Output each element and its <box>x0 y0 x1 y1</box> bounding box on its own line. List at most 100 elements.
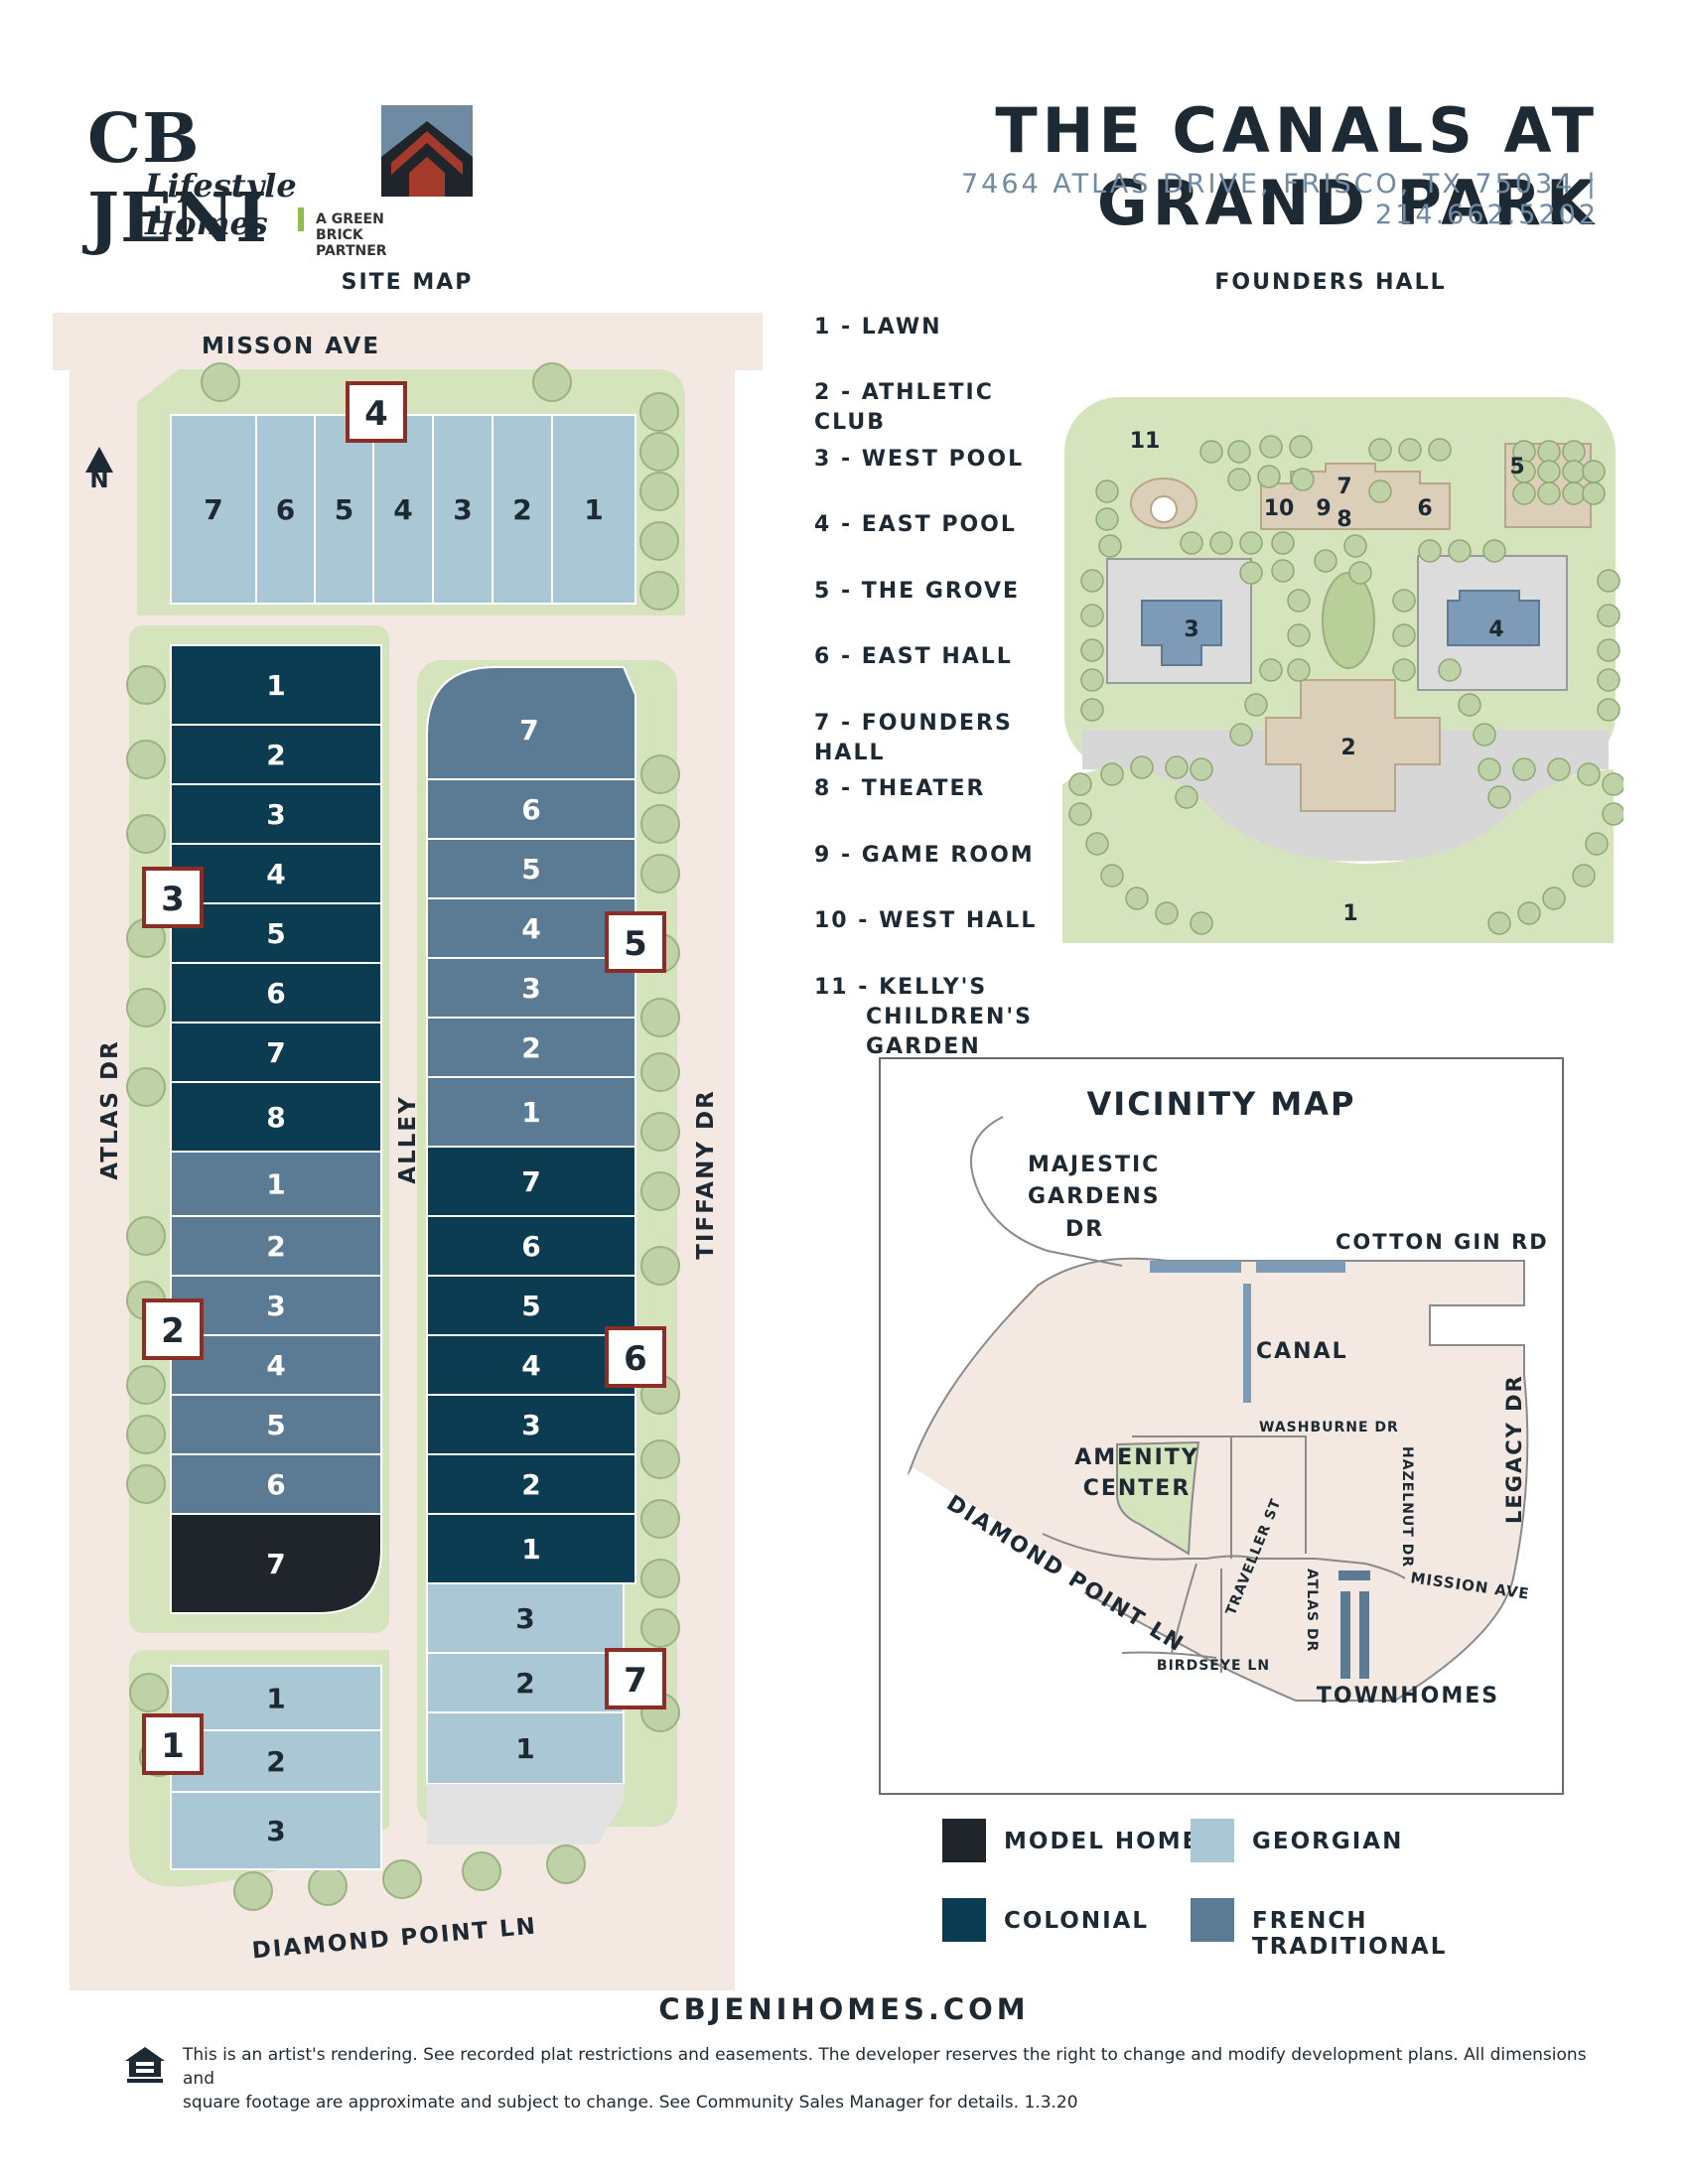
lot-left-a-2: 2 <box>170 724 382 785</box>
lot-left-c-1: 1 <box>170 1665 382 1731</box>
tree-icon <box>1080 569 1104 593</box>
svg-text:1: 1 <box>515 1732 534 1765</box>
lot-right-a-2: 2 <box>426 1017 636 1078</box>
tree-icon <box>1368 479 1392 503</box>
townhome-bar-3 <box>1359 1591 1369 1679</box>
svg-text:1: 1 <box>521 1096 540 1129</box>
street-label-alley: ALLEY <box>395 1095 421 1183</box>
svg-text:4: 4 <box>266 858 285 890</box>
label-hazelnut-dr: HAZELNUT DR <box>1399 1446 1415 1568</box>
tree-icon <box>1597 638 1620 662</box>
lot-right-c-2: 2 <box>426 1652 625 1713</box>
svg-text:3: 3 <box>266 798 285 831</box>
lot-top-5: 5 <box>314 414 374 605</box>
partner-bar <box>298 207 304 231</box>
svg-text:5: 5 <box>624 924 647 964</box>
tree-icon <box>1418 539 1442 563</box>
tree-icon <box>1190 911 1213 935</box>
vicinity-map-title: VICINITY MAP <box>1087 1085 1356 1123</box>
svg-text:7: 7 <box>519 714 538 747</box>
site-trees <box>126 362 680 1911</box>
fh-west-pool <box>1141 600 1222 666</box>
lot-left-c-2: 2 <box>170 1729 382 1793</box>
amenity-item-4: 4 - EAST POOL <box>814 512 1017 537</box>
tree-icon <box>640 804 680 844</box>
street-label-atlas-dr: ATLAS DR <box>97 1039 123 1180</box>
tree-icon <box>1473 723 1496 747</box>
svg-text:1: 1 <box>161 1726 185 1766</box>
street-label-misson-ave: MISSON AVE <box>202 334 380 359</box>
legend-swatch-model-home <box>942 1819 986 1862</box>
page-title: THE CANALS AT GRAND PARK <box>995 94 1599 239</box>
tree-icon <box>1597 668 1620 692</box>
fh-trees <box>1068 435 1623 935</box>
svg-text:6: 6 <box>521 1230 540 1263</box>
svg-text:7: 7 <box>624 1661 647 1701</box>
lot-left-a-1: 1 <box>170 644 382 726</box>
tree-icon <box>382 1859 422 1899</box>
amenity-center-area <box>1116 1440 1200 1556</box>
tree-icon <box>126 1365 166 1405</box>
tree-icon <box>1314 549 1337 573</box>
amenity-item-8: 8 - THEATER <box>814 776 986 801</box>
footer-website[interactable]: CBJENIHOMES.COM <box>658 1992 1030 2026</box>
amenity-item-7: 7 - FOUNDERS HALL <box>814 711 1013 765</box>
tree-icon <box>1392 589 1416 613</box>
fh-label-11: 11 <box>1130 429 1161 454</box>
tree-icon <box>1244 693 1268 717</box>
disclaimer-line-1: This is an artist's rendering. See recor… <box>183 2045 1587 2089</box>
majestic-gardens-road <box>970 1116 1123 1267</box>
label-majestic-3: DR <box>1065 1217 1104 1242</box>
lot-right-c-3: 3 <box>426 1582 625 1654</box>
tree-icon <box>129 1673 169 1712</box>
house-logo-icon <box>381 105 473 197</box>
svg-text:5: 5 <box>521 853 540 886</box>
footer-disclaimer: This is an artist's rendering. See recor… <box>183 2043 1593 2115</box>
marker-7: 7 <box>605 1648 666 1709</box>
svg-text:4: 4 <box>266 1349 285 1382</box>
svg-text:6: 6 <box>266 977 285 1010</box>
svg-text:6: 6 <box>266 1468 285 1501</box>
lot-left-b-5: 5 <box>170 1394 382 1455</box>
svg-text:1: 1 <box>521 1533 540 1566</box>
birdseye-road <box>1121 1651 1217 1659</box>
tree-icon <box>126 1464 166 1504</box>
svg-text:6: 6 <box>521 793 540 826</box>
tree-icon <box>1537 460 1561 483</box>
tree-icon <box>233 1871 273 1911</box>
tree-icon <box>640 1171 680 1211</box>
svg-text:1: 1 <box>266 1168 285 1201</box>
amenity-item-11: 11 - KELLY'S <box>814 975 988 1000</box>
lot-left-c-3: 3 <box>170 1791 382 1870</box>
fh-label-6: 6 <box>1417 496 1432 521</box>
fh-label-7: 7 <box>1336 475 1351 499</box>
tree-icon <box>1227 440 1251 464</box>
label-majestic-1: MAJESTIC <box>1028 1153 1160 1177</box>
fh-label-1: 1 <box>1342 901 1357 926</box>
tree-icon <box>1289 435 1313 459</box>
street-label-tiffany-dr: TIFFANY DR <box>693 1089 719 1260</box>
lot-left-b-1: 1 <box>170 1151 382 1217</box>
tree-icon <box>1537 440 1561 464</box>
tree-icon <box>201 362 240 402</box>
tree-icon <box>1542 887 1566 910</box>
tree-icon <box>1392 658 1416 682</box>
tree-icon <box>1572 864 1596 887</box>
lot-right-b-3: 3 <box>426 1394 636 1455</box>
label-birdseye-ln: BIRDSEYE LN <box>1157 1658 1270 1674</box>
lot-right-a-7: 7 <box>426 666 636 780</box>
tree-icon <box>126 740 166 779</box>
svg-text:4: 4 <box>521 1349 540 1382</box>
lot-left-b-2: 2 <box>170 1215 382 1277</box>
tree-icon <box>1597 569 1620 593</box>
fh-label-2: 2 <box>1340 736 1355 760</box>
svg-text:2: 2 <box>266 739 285 771</box>
tree-icon <box>1582 481 1606 505</box>
lot-right-a-4: 4 <box>426 897 636 959</box>
canal-vertical <box>1243 1284 1251 1403</box>
lot-right-c-1: 1 <box>426 1711 625 1785</box>
lot-right-b-6: 6 <box>426 1215 636 1277</box>
tree-icon <box>308 1866 348 1906</box>
fh-east-pool <box>1447 590 1540 646</box>
